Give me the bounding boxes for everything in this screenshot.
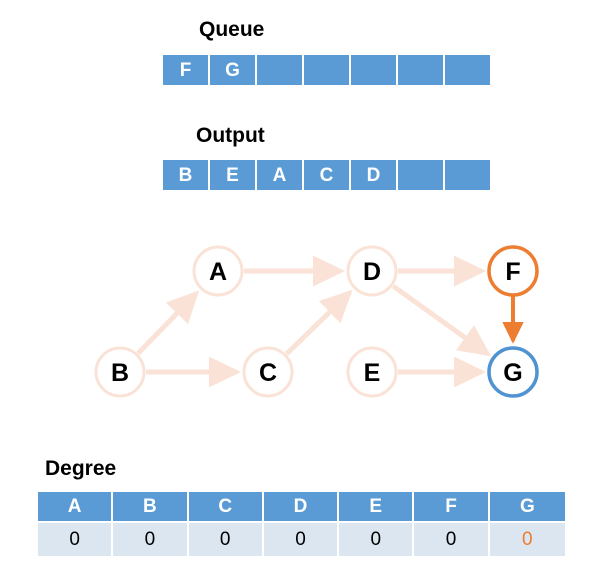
- graph-node-e[interactable]: E: [346, 346, 398, 398]
- queue-cell[interactable]: [351, 55, 398, 85]
- graph-edge-layer: [136, 255, 524, 388]
- node-circle: [94, 346, 146, 398]
- node-label: D: [363, 258, 381, 286]
- degree-value-row: 0 0 0 0 0 0 0: [38, 523, 565, 556]
- degree-value-cell[interactable]: 0: [489, 523, 565, 556]
- output-cell[interactable]: [398, 160, 445, 190]
- graph-node-f[interactable]: F: [487, 245, 539, 297]
- degree-value-cell[interactable]: 0: [339, 523, 415, 556]
- degree-header-cell: G: [489, 492, 565, 523]
- degree-table: A B C D E F G 0 0 0 0 0 0 0: [38, 492, 565, 556]
- output-cell[interactable]: [445, 160, 490, 190]
- degree-header-cell: E: [339, 492, 415, 523]
- degree-value-cell[interactable]: 0: [414, 523, 490, 556]
- graph-node-d[interactable]: D: [346, 245, 398, 297]
- degree-header-cell: A: [38, 492, 114, 523]
- node-circle: [242, 346, 294, 398]
- queue-strip: F G: [163, 55, 490, 85]
- queue-title: Queue: [199, 18, 265, 41]
- node-label: G: [503, 359, 522, 387]
- queue-cell[interactable]: [304, 55, 351, 85]
- graph-node-b[interactable]: B: [94, 346, 146, 398]
- node-circle: [346, 346, 398, 398]
- node-circle: [346, 245, 398, 297]
- degree-header-cell: B: [113, 492, 189, 523]
- output-cell[interactable]: D: [351, 160, 398, 190]
- node-label: E: [364, 359, 381, 387]
- queue-cell[interactable]: G: [210, 55, 257, 85]
- graph-edge-d-to-g: [391, 284, 492, 357]
- node-label: A: [209, 258, 227, 286]
- graph-diagram: A B C D E F G: [94, 245, 539, 398]
- degree-header-cell: C: [188, 492, 264, 523]
- node-circle: [487, 346, 539, 398]
- queue-cell[interactable]: [398, 55, 445, 85]
- degree-value-cell[interactable]: 0: [188, 523, 264, 556]
- output-title: Output: [196, 124, 265, 147]
- node-label: F: [505, 258, 520, 286]
- output-strip: B E A C D: [163, 160, 490, 190]
- graph-node-a[interactable]: A: [192, 245, 244, 297]
- degree-value-cell[interactable]: 0: [38, 523, 114, 556]
- graph-node-layer: A B C D E F G: [94, 245, 539, 398]
- node-label: B: [111, 359, 129, 387]
- degree-title: Degree: [45, 457, 117, 480]
- queue-cell[interactable]: [257, 55, 304, 85]
- output-cell[interactable]: C: [304, 160, 351, 190]
- output-cell[interactable]: E: [210, 160, 257, 190]
- queue-cell[interactable]: [445, 55, 490, 85]
- node-label: C: [259, 359, 277, 387]
- degree-header-row: A B C D E F G: [38, 492, 565, 523]
- graph-node-c[interactable]: C: [242, 346, 294, 398]
- graph-node-g[interactable]: G: [487, 346, 539, 398]
- output-cell[interactable]: B: [163, 160, 210, 190]
- queue-cell[interactable]: F: [163, 55, 210, 85]
- graph-edge-b-to-a: [136, 290, 200, 356]
- degree-header-cell: F: [414, 492, 490, 523]
- degree-value-cell[interactable]: 0: [113, 523, 189, 556]
- degree-header-cell: D: [263, 492, 340, 523]
- graph-edge-c-to-d: [284, 289, 353, 356]
- output-cell[interactable]: A: [257, 160, 304, 190]
- node-circle: [487, 245, 539, 297]
- node-circle: [192, 245, 244, 297]
- degree-value-cell[interactable]: 0: [263, 523, 340, 556]
